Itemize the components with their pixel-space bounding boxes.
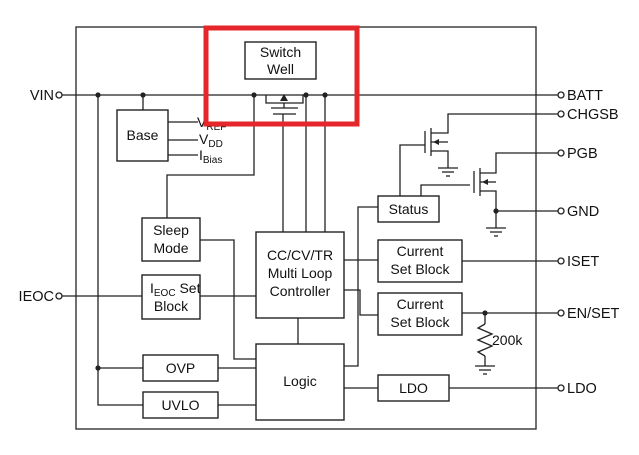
wires [62,94,558,406]
current-set-2-label-2: Set Block [390,314,450,330]
ground-symbol [475,365,495,375]
current-set-2-label-1: Current [397,296,444,312]
controller-label-3: Controller [270,283,331,299]
pin-batt: BATT [557,88,603,104]
sleep-mode-block: Sleep Mode [141,217,201,262]
pin-ieoc: IEOC [19,289,63,305]
nmos-transistor-chgsb [424,126,449,158]
logic-label: Logic [283,373,316,389]
controller-block: CC/CV/TR Multi Loop Controller [255,231,345,319]
pin-gnd-label: GND [567,204,599,220]
switch-well-label-1: Switch [260,44,301,60]
pin-chgsb: CHGSB [557,107,619,123]
ldo-block-label: LDO [399,380,428,396]
ieoc-set-block: IEOC Set Block [141,274,201,320]
pin-chgsb-label: CHGSB [567,107,619,123]
pin-pgb-label: PGB [567,146,598,162]
status-label: Status [389,201,429,217]
vdd-label: VDD [199,131,223,150]
pin-ieoc-label: IEOC [19,289,54,305]
pin-ldo-label: LDO [567,381,597,397]
pin-en-set-label: EN/SET [567,306,620,322]
status-block: Status [377,195,440,223]
uvlo-block: UVLO [142,391,219,419]
controller-label-1: CC/CV/TR [267,247,333,263]
current-set-1-label-2: Set Block [390,261,450,277]
junction-dots [95,92,499,371]
switch-well-block: Switch Well [244,41,317,80]
current-set-1-label-1: Current [397,243,444,259]
switch-well-label-2: Well [267,61,294,77]
pin-gnd: GND [557,204,599,220]
resistor-label: 200k [492,332,523,348]
pin-vin-label: VIN [30,88,54,104]
pin-ldo: LDO [557,381,597,397]
ieoc-set-label-2: Block [154,298,189,314]
current-set-block-2: Current Set Block [377,292,463,336]
ibias-label: IBias [199,147,222,166]
pin-batt-label: BATT [567,88,603,104]
ground-symbol [438,167,458,177]
controller-label-2: Multi Loop [268,265,333,281]
ieoc-set-label-1: IEOC Set [150,280,201,299]
vref-label: VREF [197,114,226,133]
nmos-transistor-pgb [473,165,497,197]
ground-symbol [486,227,506,237]
pin-pgb: PGB [557,146,598,162]
pin-en-set: EN/SET [557,306,620,322]
power-switch-transistor [265,94,304,115]
logic-block: Logic [255,343,345,421]
current-set-block-1: Current Set Block [377,239,463,283]
base-label: Base [127,127,159,143]
highlight-box [203,25,360,127]
base-block: Base [116,109,169,162]
sleep-mode-label-2: Mode [153,240,188,256]
pin-iset: ISET [557,254,599,270]
sleep-mode-label-1: Sleep [153,222,189,238]
ovp-label: OVP [166,360,196,376]
ldo-block: LDO [377,374,450,402]
ovp-block: OVP [142,354,219,382]
uvlo-label: UVLO [161,397,199,413]
pin-vin: VIN [30,88,63,104]
pin-iset-label: ISET [567,254,599,270]
